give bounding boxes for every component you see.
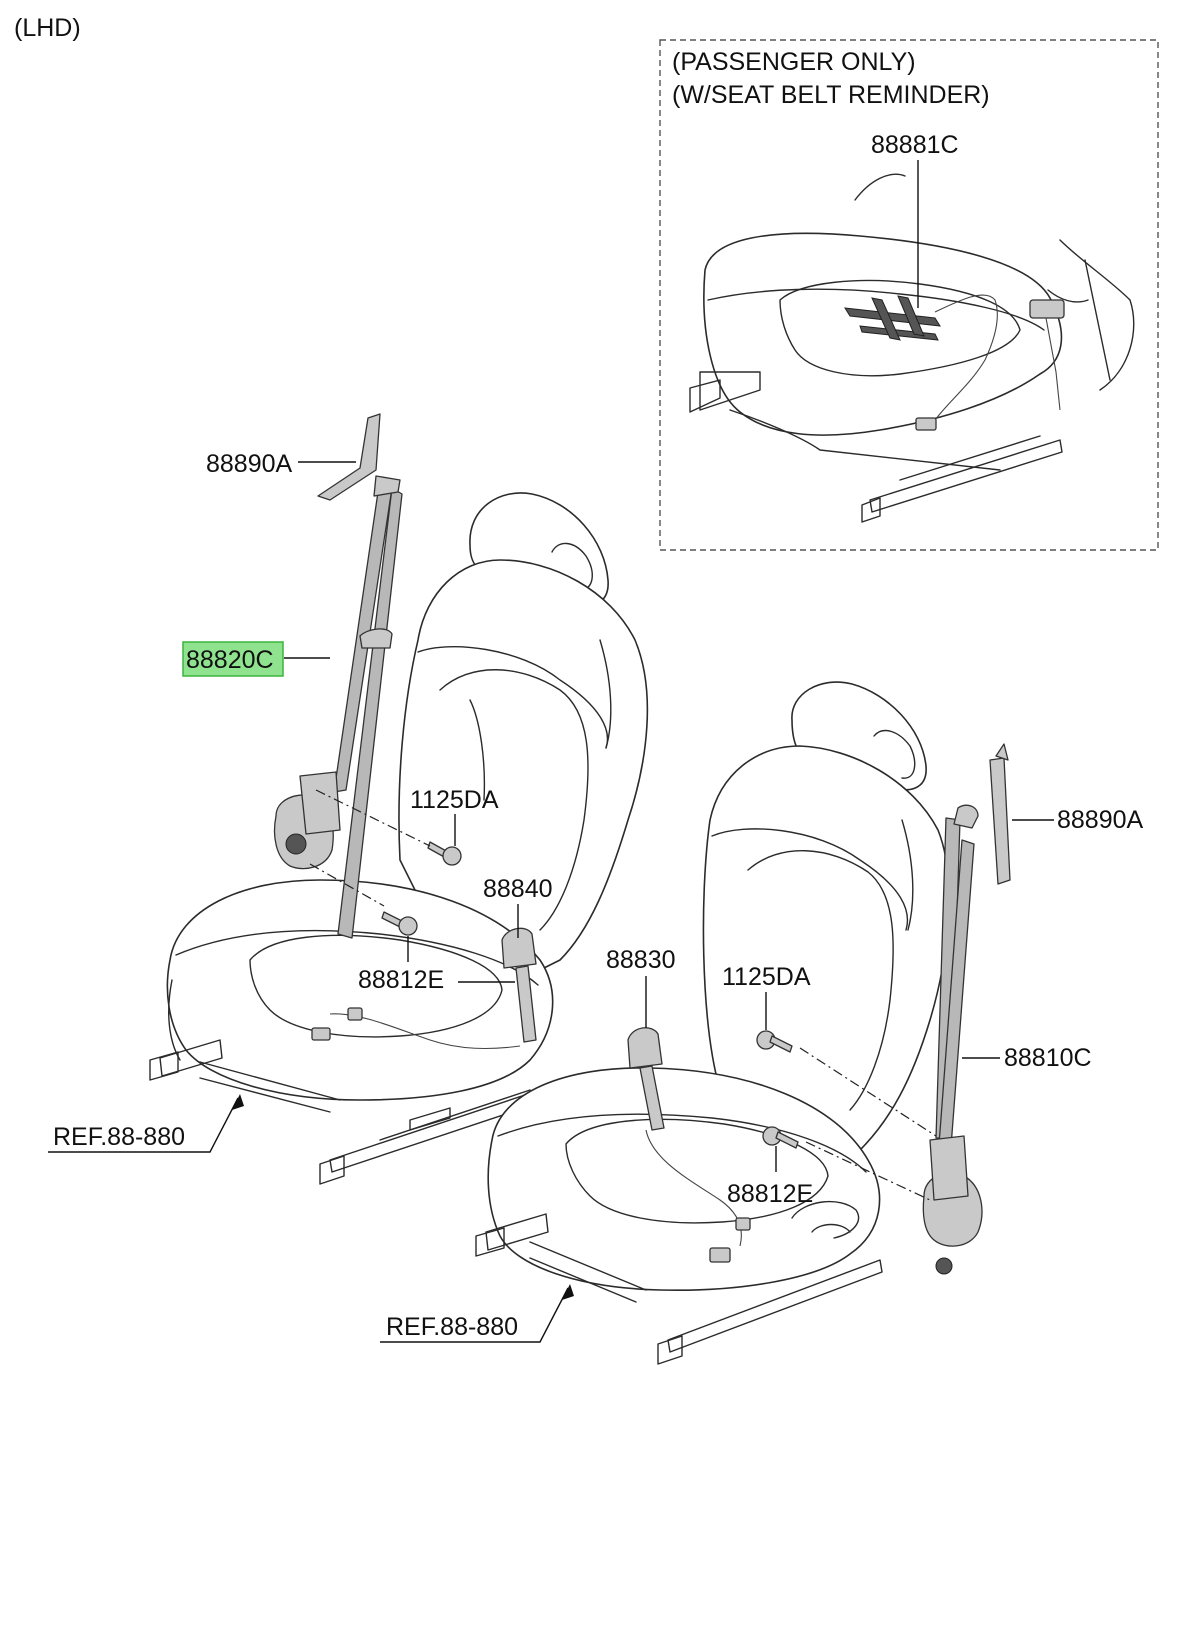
- callout-ref-left[interactable]: REF.88-880: [48, 1094, 244, 1153]
- callout-88812E-left[interactable]: 88812E: [358, 936, 515, 994]
- variant-label: (LHD): [14, 14, 81, 42]
- callout-label-88812E-right: 88812E: [727, 1180, 813, 1208]
- callout-88890A-right[interactable]: 88890A: [1012, 806, 1144, 834]
- callout-88812E-right[interactable]: 88812E: [727, 1146, 813, 1208]
- right-seat-drawing: [475, 681, 1011, 1365]
- leader-ref-left: [48, 1097, 239, 1153]
- callout-label-88881C: 88881C: [871, 131, 959, 159]
- leader-ref-right: [380, 1287, 569, 1343]
- highlight-88820C: [182, 641, 284, 677]
- callout-label-ref-right: REF.88-880: [386, 1313, 518, 1341]
- right-lower-bolt-drawing: [762, 1126, 799, 1149]
- callout-88820C[interactable]: 88820C: [182, 641, 330, 677]
- callout-label-88890A-left: 88890A: [206, 450, 293, 478]
- callout-label-88840: 88840: [483, 875, 553, 903]
- left-upper-bolt-drawing: [427, 841, 462, 866]
- callout-label-88812E-left: 88812E: [358, 966, 444, 994]
- inset-seat-cushion-drawing: [689, 173, 1135, 523]
- arrowhead-ref-right: [562, 1284, 574, 1300]
- left-lower-bolt-drawing: [381, 911, 418, 936]
- inset-title-line1: (PASSENGER ONLY): [672, 48, 916, 76]
- arrowhead-ref-left: [232, 1094, 244, 1110]
- callout-88881C[interactable]: 88881C: [871, 131, 959, 308]
- callout-ref-right[interactable]: REF.88-880: [380, 1284, 574, 1343]
- callout-label-ref-left: REF.88-880: [53, 1123, 185, 1151]
- inset-title-line2: (W/SEAT BELT REMINDER): [672, 81, 990, 109]
- callout-label-1125DA-right: 1125DA: [722, 963, 811, 991]
- callout-88830[interactable]: 88830: [606, 946, 676, 1028]
- callout-label-88810C: 88810C: [1004, 1044, 1092, 1072]
- inset-frame: [659, 39, 1159, 551]
- left-seat-drawing: [149, 413, 649, 1185]
- callout-label-88890A-right: 88890A: [1057, 806, 1144, 834]
- passenger-inset: (PASSENGER ONLY) (W/SEAT BELT REMINDER): [659, 39, 1159, 551]
- callout-88890A-left[interactable]: 88890A: [206, 450, 356, 478]
- callout-label-88830: 88830: [606, 946, 676, 974]
- callout-label-88820C: 88820C: [186, 646, 274, 674]
- callout-1125DA-left[interactable]: 1125DA: [410, 786, 499, 846]
- callout-1125DA-right[interactable]: 1125DA: [722, 963, 811, 1030]
- callout-label-1125DA-left: 1125DA: [410, 786, 499, 814]
- left-belt-webbing-lower: [337, 487, 403, 939]
- callout-88810C[interactable]: 88810C: [962, 1044, 1092, 1072]
- right-upper-bolt-drawing: [756, 1030, 793, 1053]
- callout-88840[interactable]: 88840: [483, 875, 553, 938]
